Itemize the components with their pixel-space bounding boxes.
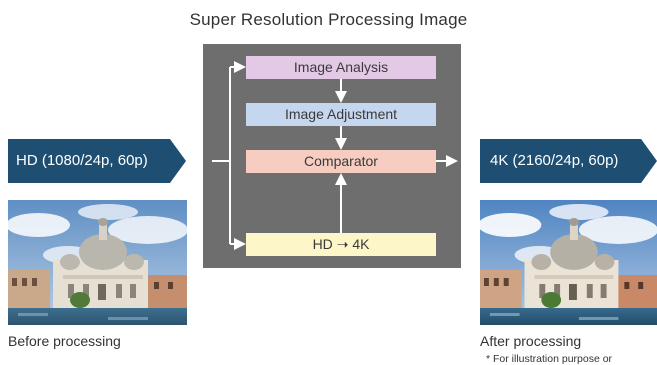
venice-basilica-image — [8, 200, 187, 325]
diagram-title: Super Resolution Processing Image — [189, 10, 468, 29]
before-caption: Before processing — [8, 333, 121, 349]
image-analysis-box: Image Analysis — [246, 56, 436, 79]
comparator-box: Comparator — [246, 150, 436, 173]
after-caption: After processing — [480, 333, 582, 349]
after-photo — [480, 200, 657, 325]
input-format-label: HD (1080/24p, 60p) — [8, 139, 186, 183]
upscale-to-label: 4K — [352, 236, 370, 252]
image-adjustment-box: Image Adjustment — [246, 103, 436, 126]
output-format-label: 4K (2160/24p, 60p) — [480, 139, 657, 183]
illustration-note: * For illustration purpose or — [486, 353, 613, 365]
upscale-box: HD ➝ 4K — [246, 233, 436, 256]
venice-basilica-image — [480, 200, 657, 325]
before-photo — [8, 200, 187, 325]
upscale-from-label: HD — [312, 236, 333, 252]
right-arrow-icon: ➝ — [336, 236, 349, 252]
